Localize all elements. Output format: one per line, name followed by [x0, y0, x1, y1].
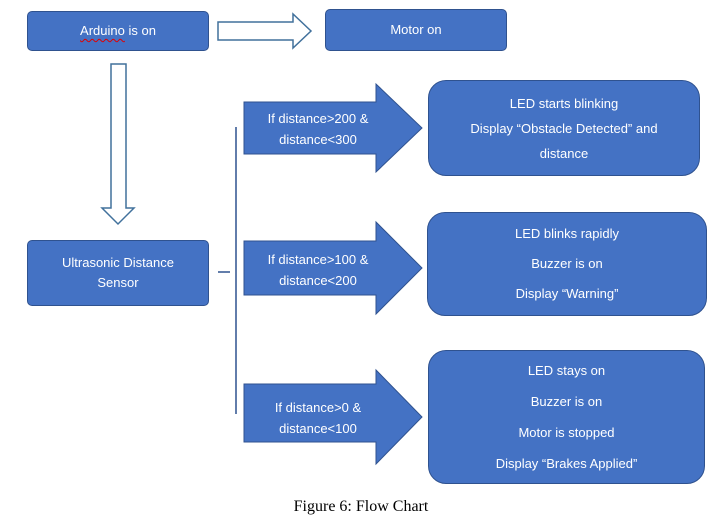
- result-3-line1: LED stays on: [527, 363, 606, 378]
- motor-label: Motor on: [390, 22, 442, 37]
- condition-arrow-2: [243, 220, 423, 316]
- node-arduino-on: Arduino is on: [27, 11, 209, 51]
- result-3-line2: Buzzer is on: [530, 394, 603, 409]
- condition-2-line2: distance<200: [279, 273, 357, 288]
- result-box-2: LED blinks rapidly Buzzer is on Display …: [427, 212, 707, 316]
- figure-caption: Figure 6: Flow Chart: [293, 498, 429, 515]
- sensor-label-line2: Sensor: [97, 275, 139, 290]
- sensor-label-line1: Ultrasonic Distance: [62, 255, 174, 270]
- condition-2-line1: If distance>100 &: [267, 252, 369, 267]
- arrow-arduino-to-sensor: [100, 63, 136, 226]
- arduino-label-after: is on: [124, 23, 156, 38]
- condition-3-line2: distance<100: [279, 421, 357, 436]
- node-ultrasonic-sensor: Ultrasonic Distance Sensor: [27, 240, 209, 306]
- arduino-label-highlighted: Arduino: [80, 23, 125, 38]
- condition-arrow-3: [243, 368, 423, 466]
- condition-label-3: If distance>0 & distance<100: [248, 397, 388, 439]
- condition-3-line1: If distance>0 &: [274, 400, 362, 415]
- result-1-line2: Display “Obstacle Detected” and: [470, 120, 658, 136]
- condition-label-2: If distance>100 & distance<200: [248, 249, 388, 291]
- result-box-3: LED stays on Buzzer is on Motor is stopp…: [428, 350, 705, 484]
- result-2-line3: Display “Warning”: [515, 286, 619, 301]
- arrow-arduino-to-motor: [217, 12, 313, 50]
- condition-1-line1: If distance>200 &: [267, 111, 369, 126]
- result-3-line3: Motor is stopped: [518, 425, 615, 440]
- result-3-line4: Display “Brakes Applied”: [495, 456, 638, 471]
- node-motor-on: Motor on: [325, 9, 507, 51]
- condition-arrow-1: [243, 82, 423, 174]
- result-2-line2: Buzzer is on: [531, 256, 603, 271]
- result-1-line1: LED starts blinking: [509, 95, 619, 111]
- result-1-line3: distance: [539, 145, 589, 161]
- result-2-line1: LED blinks rapidly: [514, 226, 620, 241]
- condition-1-line2: distance<300: [279, 132, 357, 147]
- condition-label-1: If distance>200 & distance<300: [248, 108, 388, 150]
- result-box-1: LED starts blinking Display “Obstacle De…: [428, 80, 700, 176]
